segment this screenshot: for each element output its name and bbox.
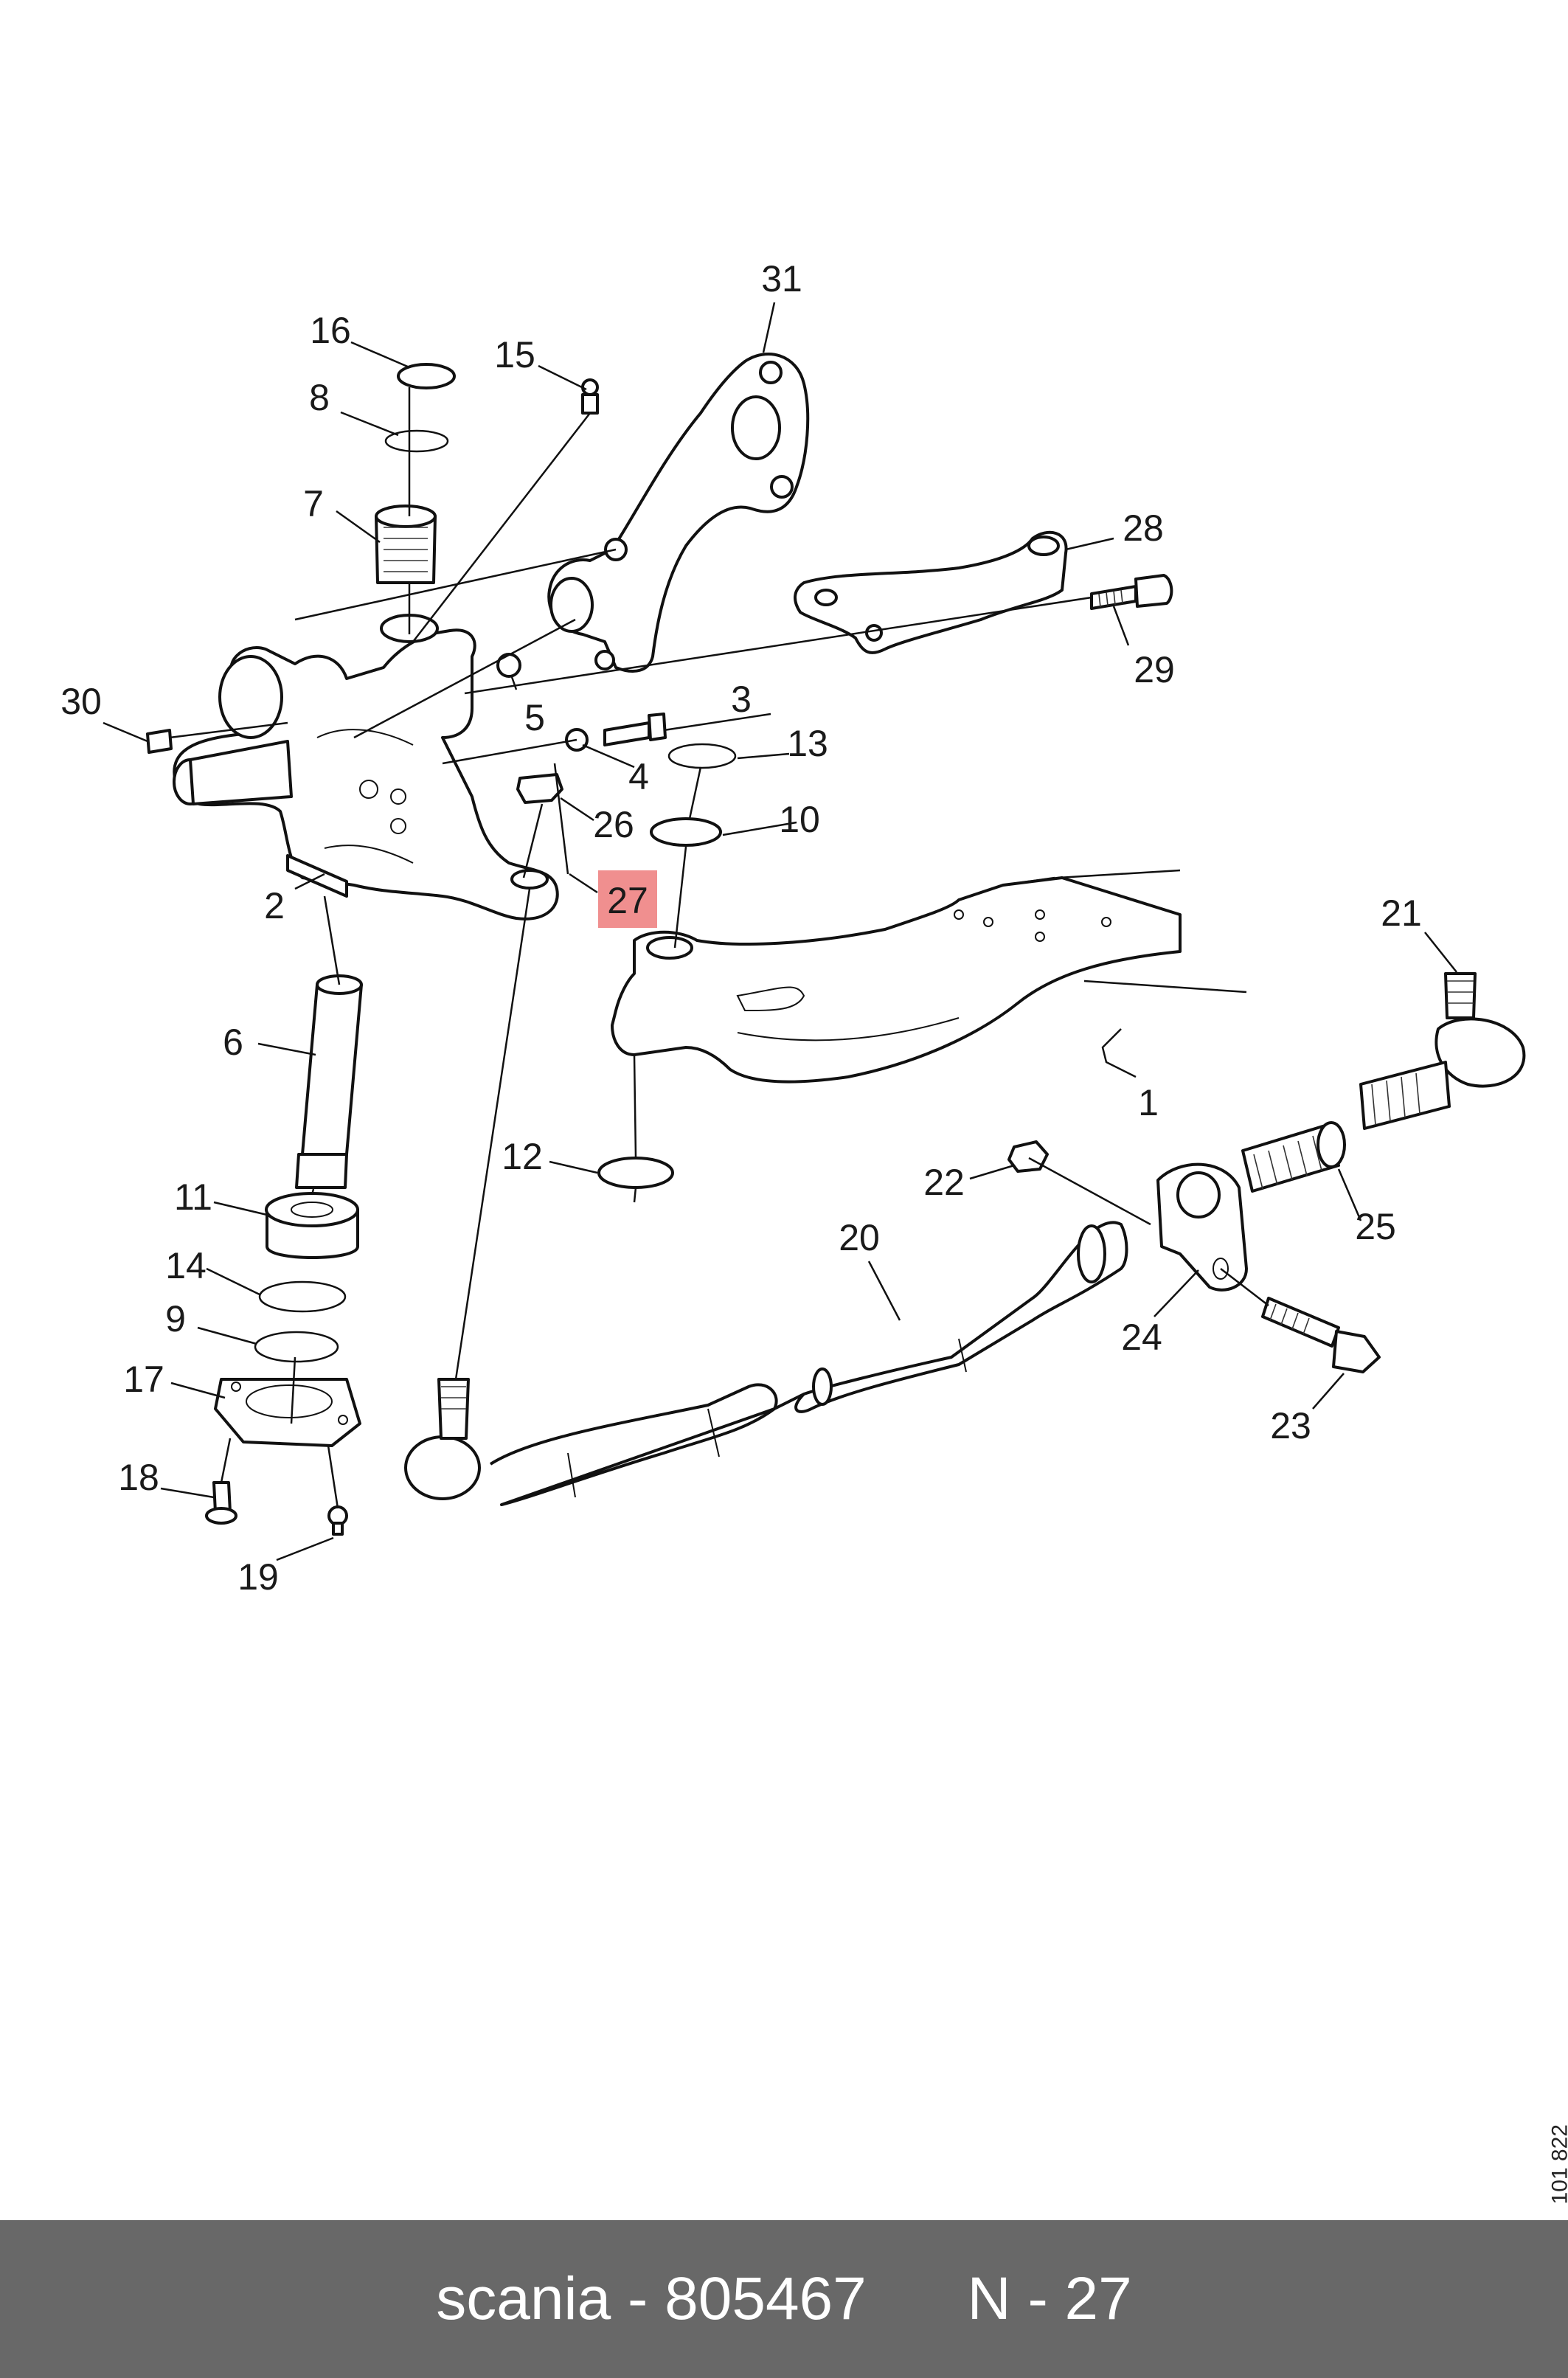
part-cap xyxy=(397,363,456,389)
callout-22: 22 xyxy=(923,1162,965,1203)
brand-name: scania xyxy=(436,2265,611,2332)
callout-13: 13 xyxy=(787,723,828,764)
footer-bar: scania - 805467 N - 27 xyxy=(0,2220,1568,2378)
part-thrust-washer xyxy=(597,1157,674,1189)
part-bolt-23 xyxy=(1261,1297,1381,1373)
part-seal-9 xyxy=(254,1331,339,1363)
part-ball-joint-right xyxy=(1359,972,1526,1130)
callout-18: 18 xyxy=(118,1457,159,1498)
part-steering-knuckle xyxy=(173,614,559,921)
callout-27-highlight xyxy=(598,870,657,928)
part-clamp xyxy=(1156,1162,1248,1292)
callout-27: 27 xyxy=(607,880,648,921)
part-number: 805467 xyxy=(665,2265,867,2332)
callout-3: 3 xyxy=(731,679,752,720)
callout-15: 15 xyxy=(494,334,535,375)
part-tie-rod xyxy=(489,1221,1128,1506)
part-grease-nipple-15 xyxy=(581,378,599,415)
callout-9: 9 xyxy=(165,1298,186,1339)
part-split-pin xyxy=(553,763,569,875)
part-plug-30 xyxy=(146,729,173,754)
callout-12: 12 xyxy=(502,1136,543,1177)
part-bolt-3 xyxy=(603,713,667,746)
part-track-rod-arm xyxy=(794,530,1068,654)
callout-7: 7 xyxy=(303,483,324,524)
callout-17: 17 xyxy=(123,1359,164,1400)
callout-20: 20 xyxy=(839,1217,880,1258)
exploded-parts-diagram: 31 16 15 8 7 28 29 30 5 3 13 4 10 26 27 … xyxy=(60,258,1526,1598)
drawing-number: 101 822 xyxy=(1547,2124,1568,2205)
footer-text: scania - 805467 N - 27 xyxy=(436,2264,1132,2334)
callout-11: 11 xyxy=(174,1176,212,1218)
position-label: N - 27 xyxy=(967,2265,1132,2332)
callout-19: 19 xyxy=(237,1556,279,1598)
callout-23: 23 xyxy=(1270,1405,1311,1446)
leader-lines xyxy=(103,302,1457,1561)
callout-30: 30 xyxy=(60,681,102,722)
assembly-lines xyxy=(169,387,1269,1509)
part-screw-18 xyxy=(205,1481,237,1525)
part-bearing xyxy=(265,1192,359,1259)
part-castle-nut xyxy=(516,773,563,804)
callout-24: 24 xyxy=(1121,1317,1162,1358)
callout-26: 26 xyxy=(593,804,634,845)
footer-separator: - xyxy=(611,2265,665,2332)
callout-31: 31 xyxy=(761,258,802,299)
callout-6: 6 xyxy=(223,1022,243,1063)
part-grease-nipple-5 xyxy=(496,653,521,678)
callout-4: 4 xyxy=(628,756,649,797)
part-ball-joint-left xyxy=(404,1378,481,1500)
callout-8: 8 xyxy=(309,377,330,418)
part-cover-plate xyxy=(214,1378,361,1447)
callout-2: 2 xyxy=(264,885,285,926)
callout-labels: 31 16 15 8 7 28 29 30 5 3 13 4 10 26 27 … xyxy=(60,258,1422,1598)
part-o-ring-8 xyxy=(384,429,449,453)
part-seal-10 xyxy=(650,817,722,847)
part-nut-22 xyxy=(1007,1140,1049,1173)
callout-10: 10 xyxy=(779,799,820,840)
callout-1: 1 xyxy=(1138,1082,1159,1123)
part-bolt-29 xyxy=(1090,574,1173,610)
part-seal-13 xyxy=(667,743,737,769)
callout-21: 21 xyxy=(1381,892,1422,934)
callout-25: 25 xyxy=(1355,1206,1396,1247)
callout-5: 5 xyxy=(524,697,545,738)
part-grease-nipple-19 xyxy=(327,1505,348,1536)
part-king-pin xyxy=(295,974,363,1189)
part-bushing xyxy=(375,505,437,584)
callout-28: 28 xyxy=(1123,507,1164,549)
part-front-axle xyxy=(611,869,1247,1084)
callout-16: 16 xyxy=(310,310,351,351)
part-adjusting-sleeve xyxy=(1241,1121,1346,1193)
callout-14: 14 xyxy=(165,1245,207,1286)
part-seal-14 xyxy=(258,1280,347,1313)
callout-29: 29 xyxy=(1134,649,1175,690)
